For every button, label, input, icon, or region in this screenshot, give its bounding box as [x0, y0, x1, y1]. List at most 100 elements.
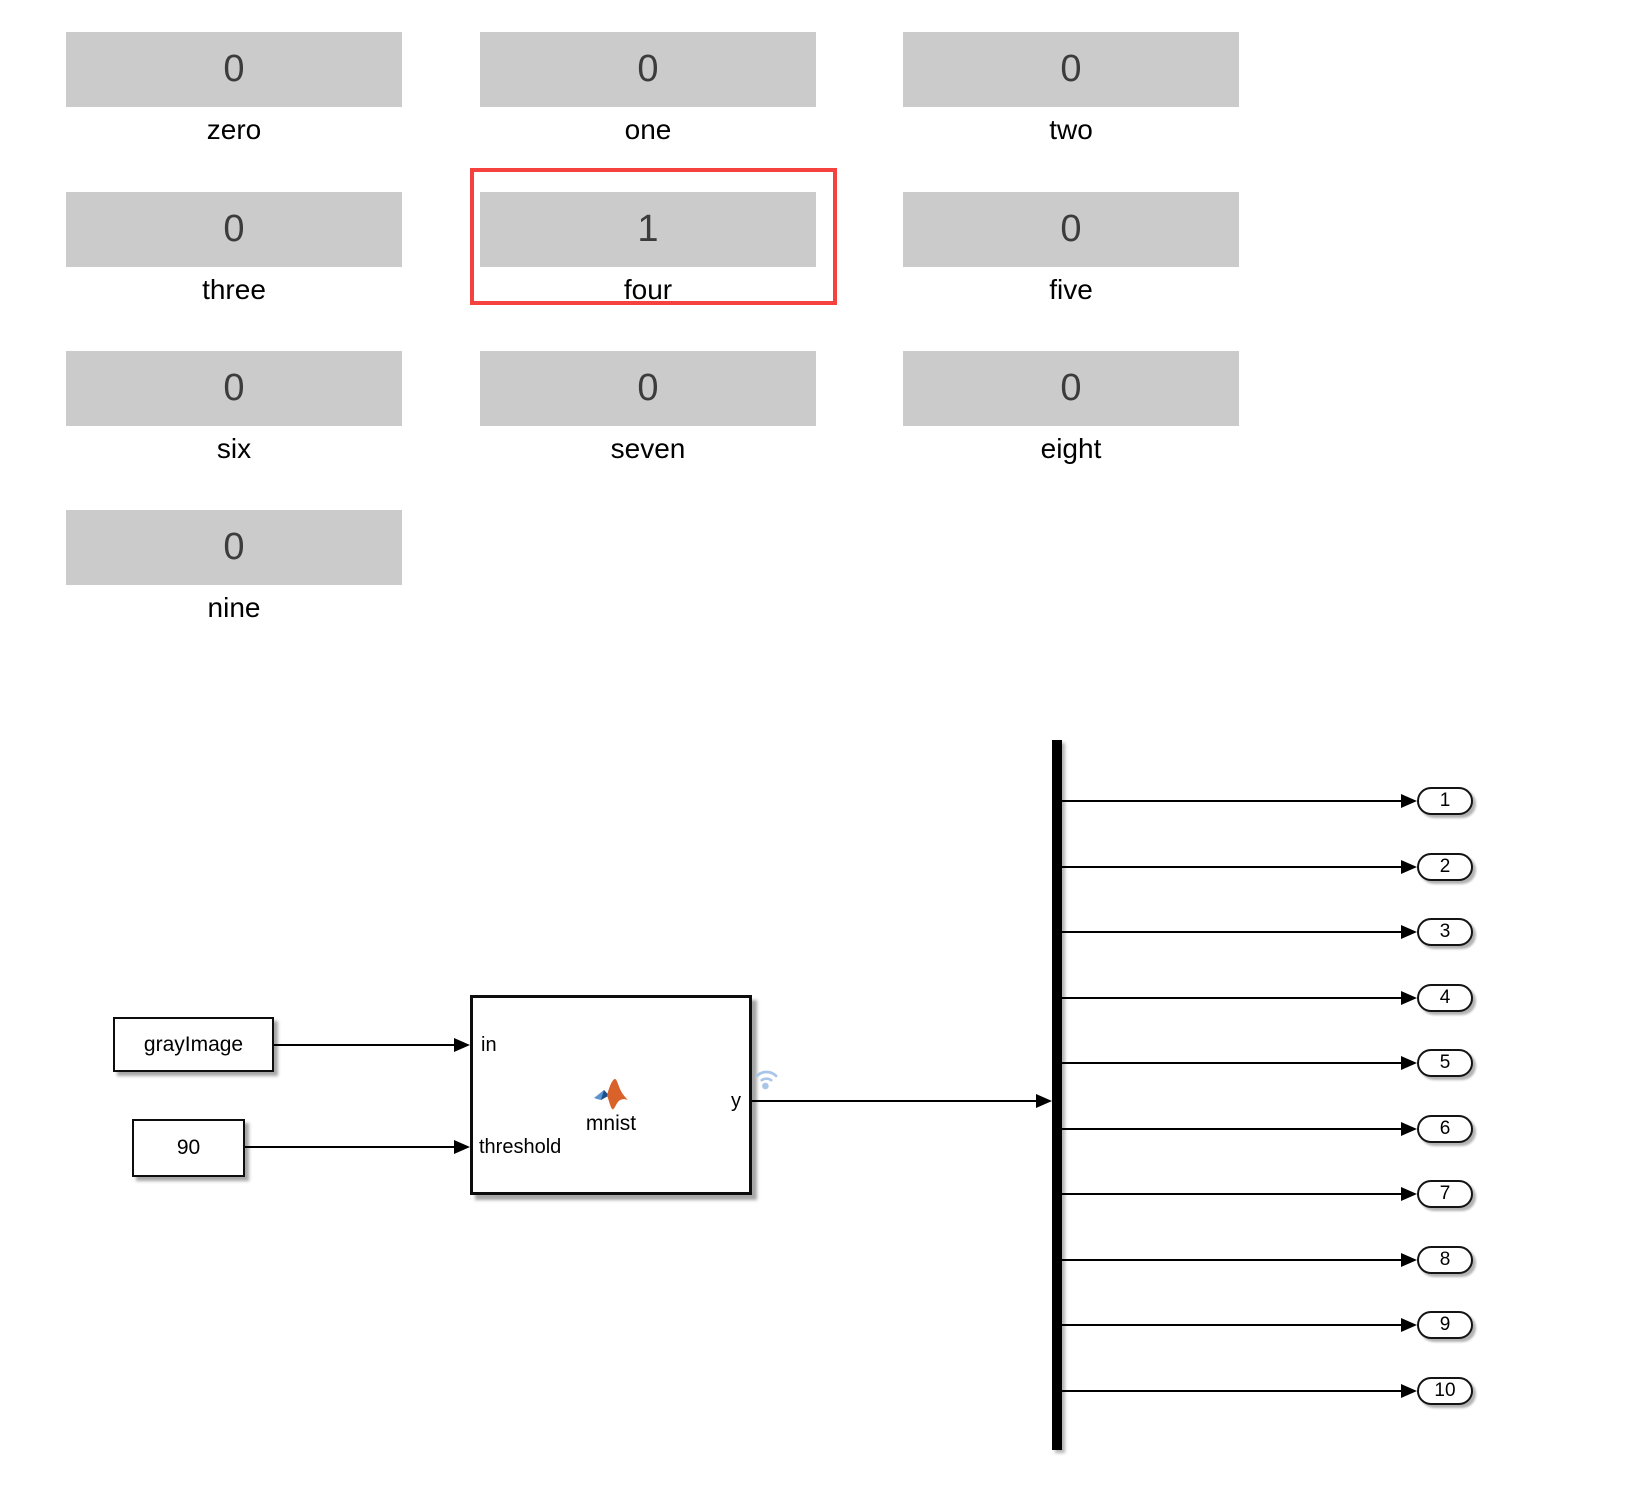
demux-out-wire-4-arrowhead	[1401, 991, 1417, 1005]
display-label: four	[623, 274, 673, 305]
demux-out-wire-2[interactable]	[1062, 866, 1403, 868]
display-value-box[interactable]: 0	[66, 192, 402, 267]
display-block-eight[interactable]: 0 eight	[903, 351, 1239, 465]
display-value: 1	[637, 208, 659, 250]
demux-out-wire-5-arrowhead	[1401, 1056, 1417, 1070]
display-value-box[interactable]: 0	[480, 351, 816, 426]
outport-number: 1	[1439, 790, 1451, 811]
demux-out-wire-5[interactable]	[1062, 1062, 1403, 1064]
demux-out-wire-1-arrowhead	[1401, 794, 1417, 808]
constant-value-label: 90	[176, 1136, 201, 1159]
display-block-one[interactable]: 0 one	[480, 32, 816, 146]
outport-number: 3	[1439, 921, 1451, 942]
input-port-label-threshold: threshold	[479, 1136, 562, 1158]
outport-8[interactable]: 8	[1417, 1246, 1473, 1274]
outport-9[interactable]: 9	[1417, 1311, 1473, 1339]
demux-out-wire-7[interactable]	[1062, 1193, 1403, 1195]
display-block-two[interactable]: 0 two	[903, 32, 1239, 146]
signal-wire-3-arrowhead	[1036, 1094, 1052, 1108]
display-value: 0	[637, 48, 659, 90]
outport-5[interactable]: 5	[1417, 1049, 1473, 1077]
display-value-box[interactable]: 0	[903, 351, 1239, 426]
signal-wire-2-arrowhead	[454, 1140, 470, 1154]
outport-2[interactable]: 2	[1417, 853, 1473, 881]
outport-number: 9	[1439, 1314, 1451, 1335]
output-port-label-y: y	[731, 1090, 741, 1112]
demux-out-wire-2-arrowhead	[1401, 860, 1417, 874]
display-value-box[interactable]: 0	[66, 32, 402, 107]
signal-wire-1[interactable]	[274, 1044, 456, 1046]
display-value-box[interactable]: 0	[66, 351, 402, 426]
display-value-box[interactable]: 0	[480, 32, 816, 107]
demux-out-wire-8-arrowhead	[1401, 1253, 1417, 1267]
display-label: five	[1049, 274, 1093, 305]
display-value: 0	[637, 367, 659, 409]
demux-out-wire-4[interactable]	[1062, 997, 1403, 999]
display-block-six[interactable]: 0 six	[66, 351, 402, 465]
display-label: zero	[206, 114, 262, 145]
display-value-box[interactable]: 0	[903, 32, 1239, 107]
threshold-constant-block[interactable]: 90	[132, 1119, 245, 1177]
display-value: 0	[223, 367, 245, 409]
outport-10[interactable]: 10	[1417, 1377, 1473, 1405]
display-value: 0	[223, 48, 245, 90]
display-value: 0	[223, 526, 245, 568]
input-port-label-in: in	[481, 1034, 497, 1056]
display-block-zero[interactable]: 0 zero	[66, 32, 402, 146]
display-label: six	[216, 433, 252, 464]
outport-number: 10	[1434, 1380, 1456, 1401]
display-value-box[interactable]: 1	[480, 192, 816, 267]
matlab-function-block-mnist[interactable]: in threshold y mnist	[470, 995, 752, 1195]
display-block-four[interactable]: 1 four	[480, 192, 816, 306]
signal-wire-2[interactable]	[245, 1146, 456, 1148]
display-block-five[interactable]: 0 five	[903, 192, 1239, 306]
display-label: eight	[1040, 433, 1102, 464]
display-block-nine[interactable]: 0 nine	[66, 510, 402, 624]
demux-out-wire-3-arrowhead	[1401, 925, 1417, 939]
display-label: one	[624, 114, 672, 145]
function-block-center: mnist	[473, 1077, 749, 1136]
display-block-three[interactable]: 0 three	[66, 192, 402, 306]
display-value-box[interactable]: 0	[66, 510, 402, 585]
outport-1[interactable]: 1	[1417, 787, 1473, 815]
demux-out-wire-6-arrowhead	[1401, 1122, 1417, 1136]
demux-out-wire-7-arrowhead	[1401, 1187, 1417, 1201]
signal-logging-wifi-icon[interactable]	[751, 1062, 783, 1094]
demux-out-wire-10-arrowhead	[1401, 1384, 1417, 1398]
display-block-seven[interactable]: 0 seven	[480, 351, 816, 465]
signal-wire-3[interactable]	[752, 1100, 1038, 1102]
selection-highlight-four	[470, 168, 837, 305]
grayimage-label: grayImage	[143, 1032, 244, 1056]
outport-3[interactable]: 3	[1417, 918, 1473, 946]
display-label: nine	[207, 592, 261, 623]
grayimage-source-block[interactable]: grayImage	[113, 1017, 274, 1072]
display-value: 0	[1060, 208, 1082, 250]
outport-number: 6	[1439, 1118, 1451, 1139]
display-value-box[interactable]: 0	[903, 192, 1239, 267]
demux-out-wire-6[interactable]	[1062, 1128, 1403, 1130]
demux-out-wire-1[interactable]	[1062, 800, 1403, 802]
demux-bar[interactable]	[1052, 740, 1062, 1450]
signal-wire-1-arrowhead	[454, 1038, 470, 1052]
demux-out-wire-3[interactable]	[1062, 931, 1403, 933]
demux-out-wire-10[interactable]	[1062, 1390, 1403, 1392]
outport-number: 7	[1439, 1183, 1451, 1204]
demux-out-wire-9-arrowhead	[1401, 1318, 1417, 1332]
display-label: two	[1049, 114, 1093, 145]
demux-out-wire-9[interactable]	[1062, 1324, 1403, 1326]
outport-6[interactable]: 6	[1417, 1115, 1473, 1143]
outport-number: 4	[1439, 987, 1451, 1008]
display-label: three	[202, 274, 266, 305]
matlab-logo-icon	[594, 1079, 628, 1110]
outport-7[interactable]: 7	[1417, 1180, 1473, 1208]
outport-number: 8	[1439, 1249, 1451, 1270]
display-value: 0	[223, 208, 245, 250]
display-label: seven	[610, 433, 686, 464]
display-value: 0	[1060, 48, 1082, 90]
outport-number: 5	[1439, 1052, 1451, 1073]
display-value: 0	[1060, 367, 1082, 409]
demux-out-wire-8[interactable]	[1062, 1259, 1403, 1261]
outport-number: 2	[1439, 856, 1451, 877]
outport-4[interactable]: 4	[1417, 984, 1473, 1012]
